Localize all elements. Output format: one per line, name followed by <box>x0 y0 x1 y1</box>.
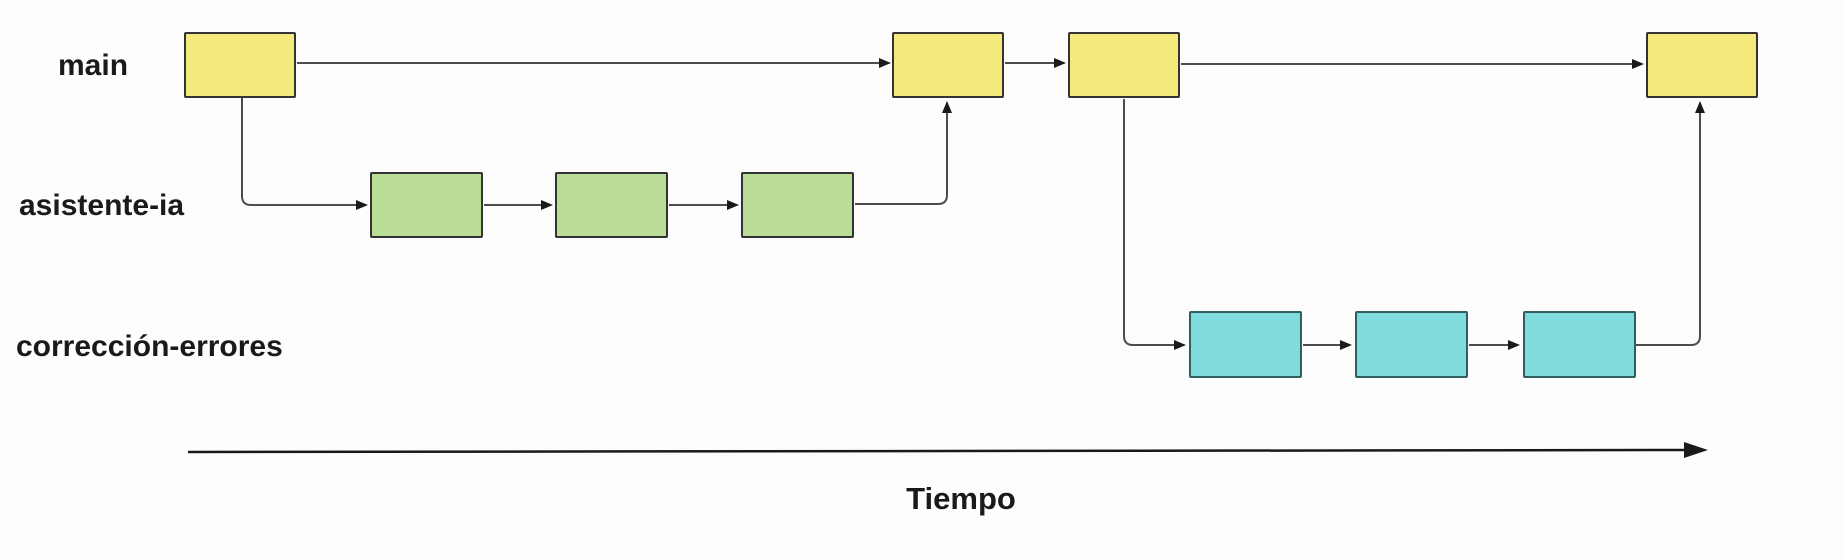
edge-branch-to-asistente-ia <box>241 98 368 210</box>
commit-main-1 <box>184 32 296 98</box>
commit-asistente-ia-2 <box>555 172 668 238</box>
commit-correccion-errores-1 <box>1189 311 1302 378</box>
edge-merge-asistente-ia-to-main <box>855 101 952 205</box>
edge-branch-to-correccion-errores <box>1123 99 1186 350</box>
edge-merge-correccion-errores-to-main <box>1636 101 1705 346</box>
commit-main-4 <box>1646 32 1758 98</box>
commit-main-3 <box>1068 32 1180 98</box>
commit-asistente-ia-3 <box>741 172 854 238</box>
time-axis-arrow <box>187 442 1708 459</box>
branch-label-correccion-errores: corrección-errores <box>16 330 283 363</box>
commit-asistente-ia-1 <box>370 172 483 238</box>
branch-label-main: main <box>58 49 129 82</box>
commit-main-2 <box>892 32 1004 98</box>
commit-correccion-errores-2 <box>1355 311 1468 378</box>
commit-correccion-errores-3 <box>1523 311 1636 378</box>
branch-label-asistente-ia: asistente-ia <box>19 189 185 222</box>
time-axis-label: Tiempo <box>906 481 1016 516</box>
